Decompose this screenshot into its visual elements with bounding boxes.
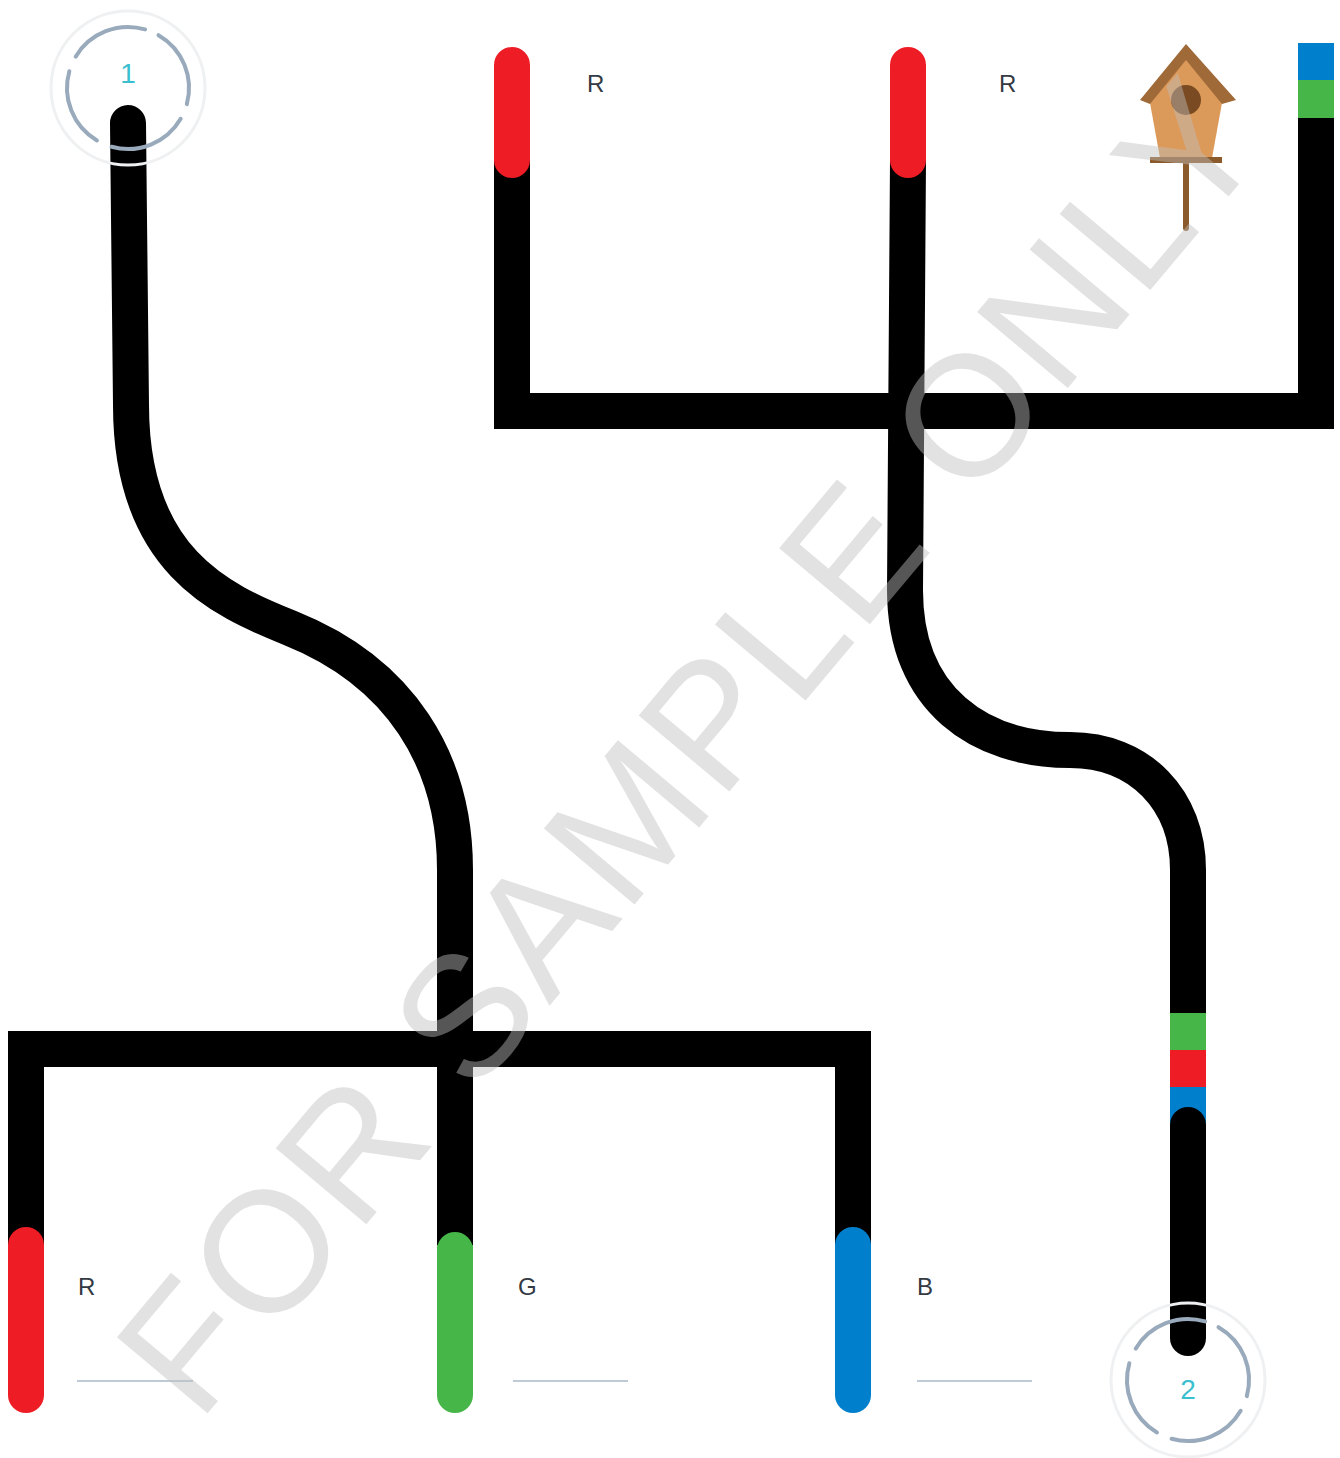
start-number: 1 [48,60,208,88]
start-number: 2 [1108,1376,1268,1404]
color-label: R [587,72,604,96]
color-label: R [999,72,1016,96]
start-circle: 1 [48,8,208,168]
color-label: R [78,1275,95,1299]
start-circle: 2 [1108,1300,1268,1458]
birdhouse-icon [1140,44,1236,228]
start-circle-outline [48,8,208,168]
watermark: FOR SAMPLE ONLY [87,49,1294,1440]
color-label: B [917,1275,933,1299]
color-label: G [518,1275,537,1299]
